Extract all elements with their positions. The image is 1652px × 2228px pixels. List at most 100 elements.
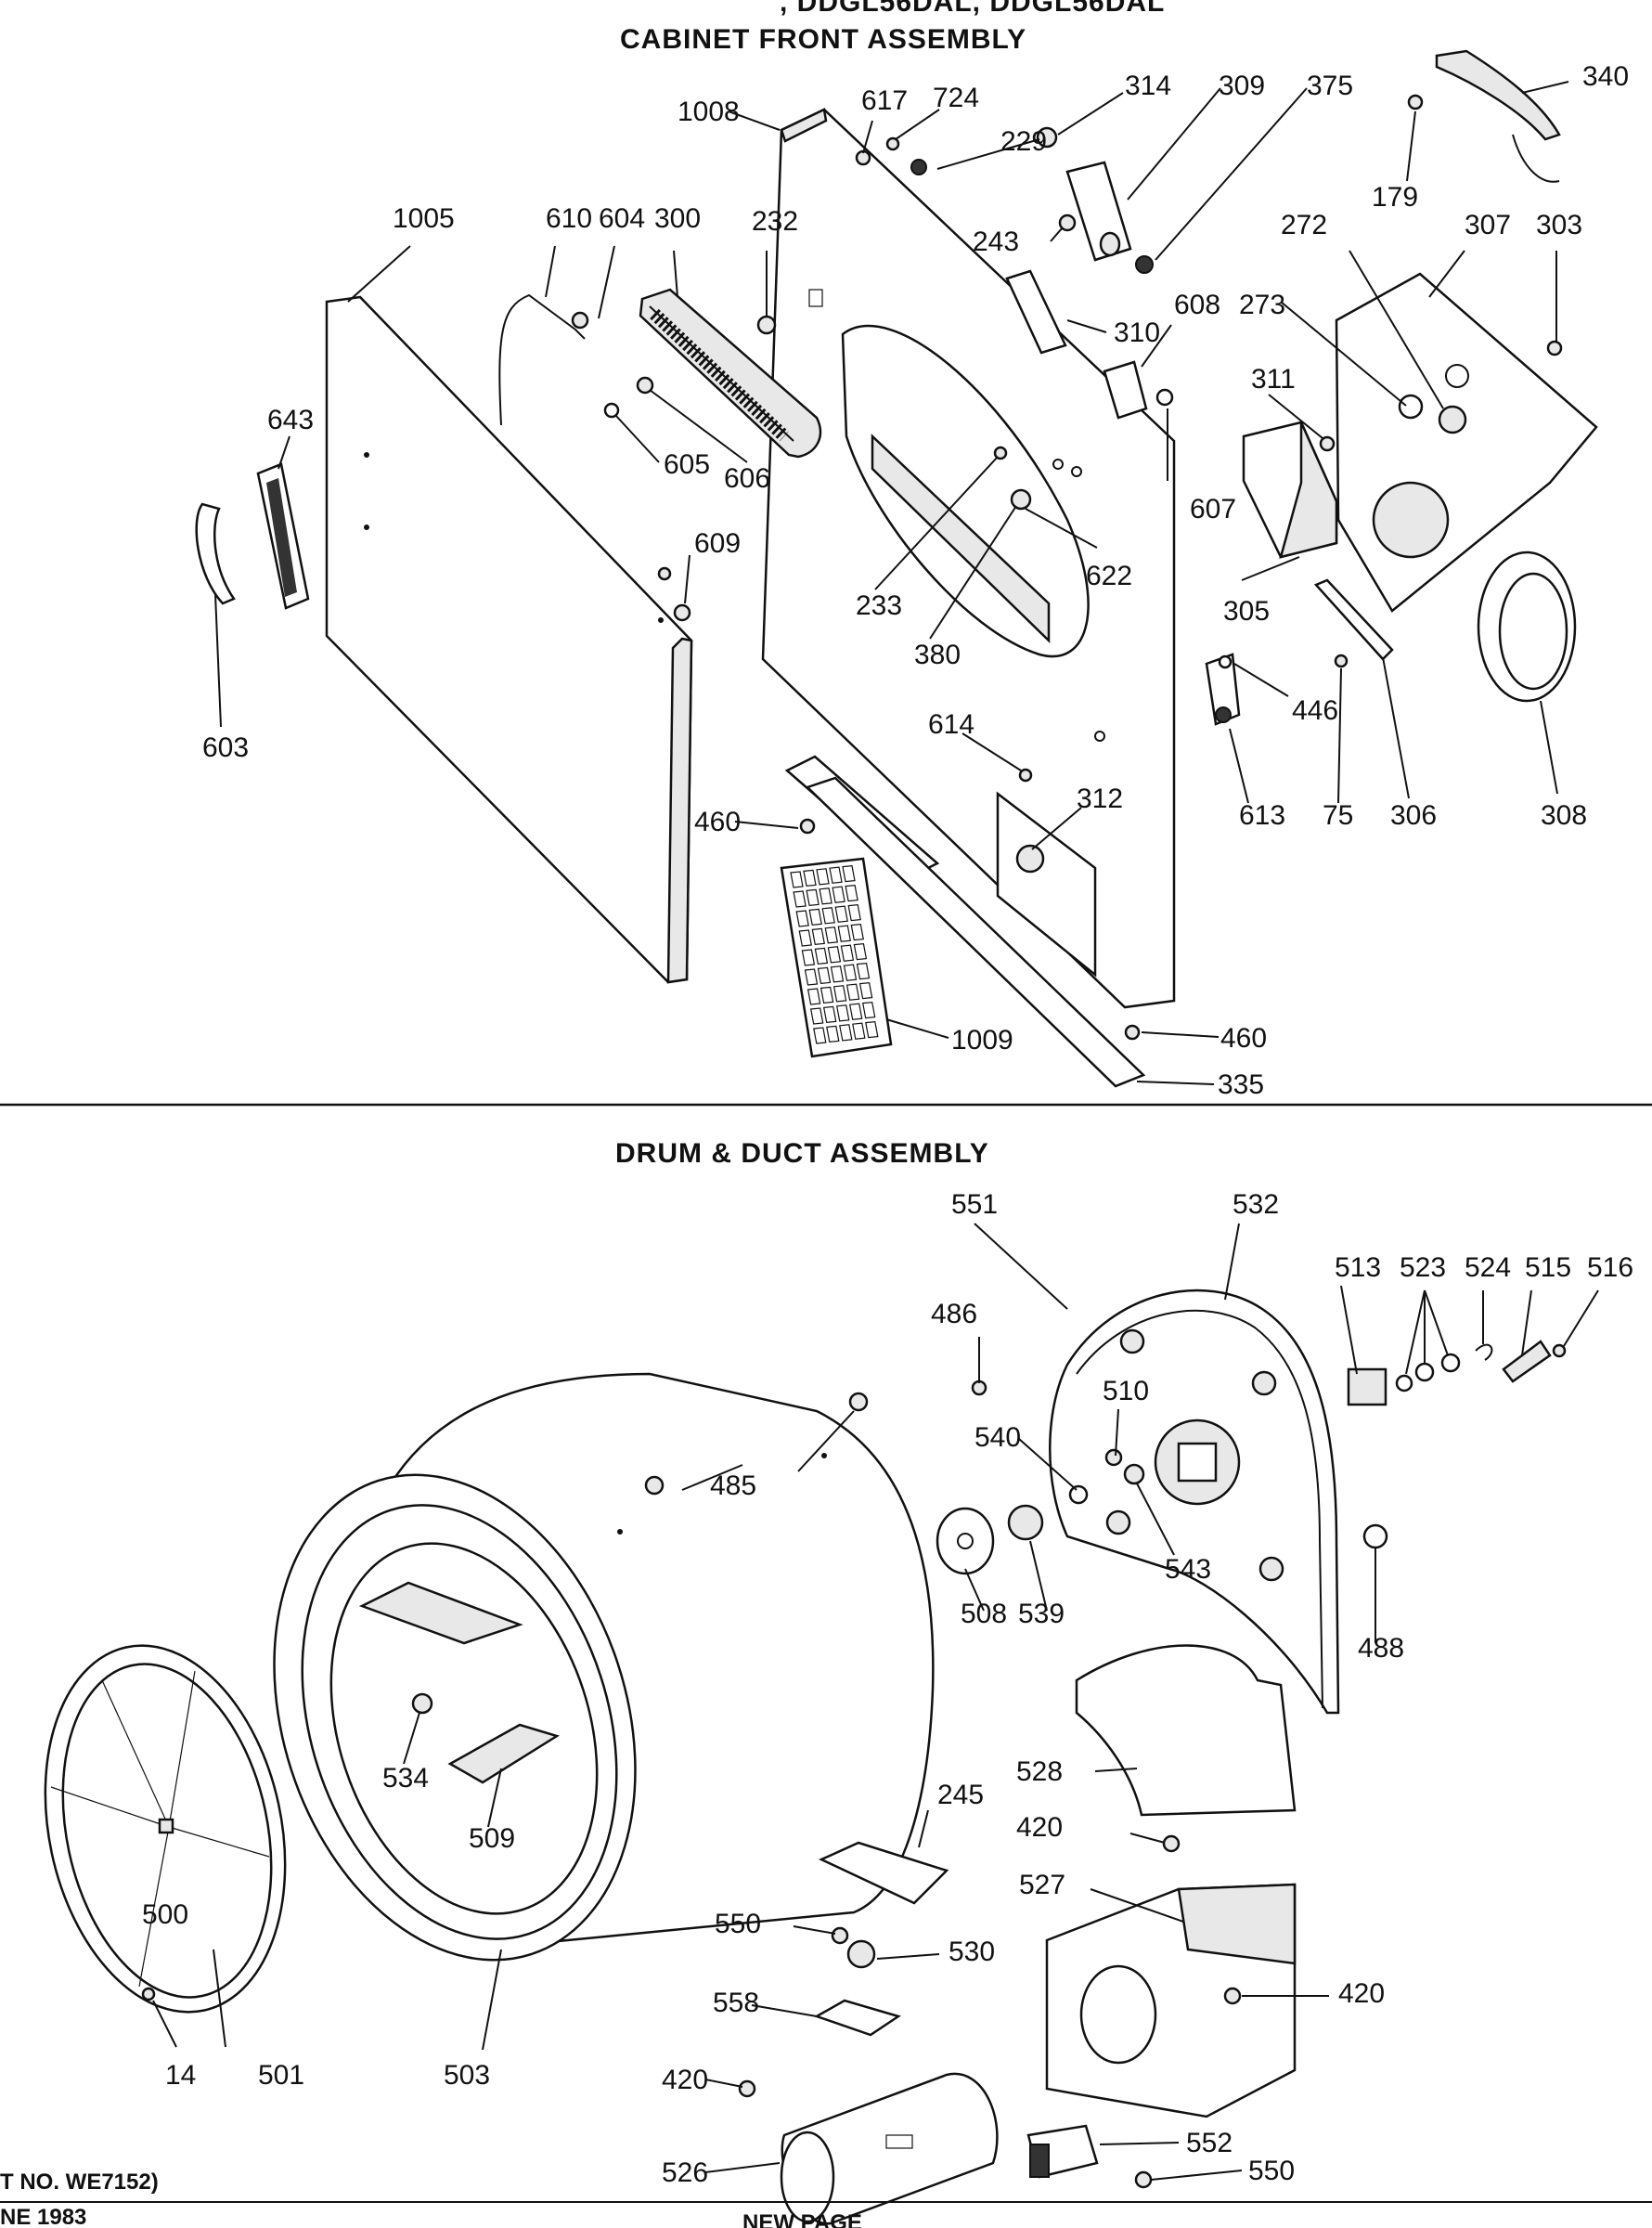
part-610-wire-harness [498, 293, 586, 426]
label-308: 308 [1541, 800, 1587, 831]
footer-new-page: NEW PAGE [742, 2210, 862, 2228]
part-539-pulley [1007, 1504, 1044, 1541]
label-312: 312 [1077, 784, 1123, 814]
label-233: 233 [856, 590, 902, 621]
part-552-switch [1026, 2124, 1099, 2179]
label-530: 530 [949, 1937, 995, 1967]
label-485: 485 [710, 1470, 756, 1501]
label-1008: 1008 [678, 97, 740, 127]
label-532: 532 [1233, 1189, 1279, 1220]
label-617: 617 [861, 85, 908, 116]
label-501: 501 [258, 2060, 304, 2091]
label-311: 311 [1251, 364, 1296, 395]
fastener-screws-drum [141, 1380, 1242, 2189]
label-503: 503 [444, 2060, 490, 2091]
part-488-plug [1362, 1523, 1388, 1549]
part-603-handle [195, 502, 236, 605]
label-243: 243 [973, 227, 1019, 257]
label-724: 724 [933, 83, 979, 113]
label-558: 558 [713, 1988, 759, 2018]
label-508: 508 [961, 1599, 1007, 1629]
part-516-nut [1552, 1343, 1567, 1358]
fastener-screws [571, 94, 1563, 1041]
label-540: 540 [974, 1422, 1021, 1453]
label-420b: 420 [1338, 1978, 1385, 2009]
part-309-control-housing [1065, 161, 1132, 262]
label-603: 603 [202, 732, 249, 763]
label-604: 604 [599, 203, 645, 234]
part-310-plate [1005, 269, 1067, 355]
label-14: 14 [165, 2060, 196, 2091]
part-307-support [1335, 272, 1598, 613]
label-527: 527 [1019, 1870, 1065, 1900]
part-312-switch [1015, 844, 1045, 874]
leader-lines-cabinet [214, 81, 1569, 1085]
header-partial-title: , DDGL56DAL, DDGL56DAL [780, 0, 1165, 18]
label-609: 609 [694, 528, 741, 559]
part-515-bracket [1502, 1340, 1552, 1383]
label-375: 375 [1307, 71, 1353, 101]
part-530-thermostat [846, 1939, 876, 1969]
label-303: 303 [1536, 210, 1582, 240]
section-title-cabinet-front: CABINET FRONT ASSEMBLY [620, 24, 1026, 55]
label-614: 614 [928, 709, 974, 740]
label-460a: 460 [694, 807, 741, 837]
label-534: 534 [382, 1763, 429, 1794]
part-308-seal-ring [1477, 551, 1577, 703]
footer-catalog-number: T NO. WE7152) [0, 2170, 159, 2195]
part-501-bearing-ring [44, 1644, 287, 2014]
label-550a: 550 [715, 1909, 761, 1939]
section-title-drum-duct: DRUM & DUCT ASSEMBLY [615, 1138, 989, 1169]
label-516: 516 [1587, 1252, 1633, 1283]
part-335-toe-kick [805, 776, 1146, 1088]
part-643-vent [256, 462, 310, 610]
label-1009: 1009 [951, 1025, 1013, 1056]
part-245-plate [819, 1841, 949, 1905]
label-305: 305 [1223, 596, 1270, 627]
part-300-lint-filter [639, 288, 822, 459]
label-446: 446 [1292, 695, 1338, 726]
label-523: 523 [1400, 1252, 1446, 1283]
label-380: 380 [914, 640, 961, 670]
part-526-heater [780, 2072, 999, 2225]
part-508-blower-wheel [936, 1507, 995, 1575]
label-605: 605 [664, 449, 710, 480]
cabinet-front-assembly: 1008 617 724 314 309 375 340 179 229 100… [195, 49, 1629, 1100]
part-273-thermostat [1398, 394, 1467, 434]
label-273: 273 [1239, 290, 1285, 320]
label-420a: 420 [1016, 1812, 1063, 1843]
label-245: 245 [937, 1780, 984, 1810]
part-340-cam [1435, 49, 1561, 183]
label-340: 340 [1582, 61, 1629, 92]
label-307: 307 [1465, 210, 1511, 240]
label-335: 335 [1218, 1069, 1264, 1100]
label-229: 229 [1000, 126, 1047, 157]
label-551: 551 [951, 1189, 998, 1220]
label-500: 500 [142, 1899, 188, 1930]
label-460b: 460 [1220, 1023, 1267, 1054]
label-513: 513 [1335, 1252, 1381, 1283]
label-309: 309 [1219, 71, 1265, 101]
drum-duct-assembly: 551 532 513 523 524 515 516 486 510 540 … [44, 1189, 1633, 2225]
label-643: 643 [267, 405, 314, 435]
label-539: 539 [1018, 1599, 1065, 1629]
label-75: 75 [1323, 800, 1353, 831]
label-543: 543 [1165, 1554, 1211, 1585]
label-420c: 420 [662, 2065, 708, 2095]
part-513-bearing [1347, 1367, 1387, 1406]
part-1005-front-panel [325, 295, 693, 984]
label-488: 488 [1358, 1633, 1404, 1664]
label-510: 510 [1103, 1376, 1149, 1406]
part-labels-drum: 551 532 513 523 524 515 516 486 510 540 … [142, 1189, 1633, 2188]
label-613: 613 [1239, 800, 1285, 831]
part-503-drum [273, 1372, 935, 1962]
part-1009-grille [780, 857, 893, 1058]
label-272: 272 [1281, 210, 1327, 240]
part-558-bracket [813, 1999, 901, 2037]
label-300: 300 [654, 203, 701, 234]
label-606: 606 [724, 463, 770, 494]
label-1005: 1005 [393, 203, 455, 234]
label-515: 515 [1525, 1252, 1571, 1283]
label-179: 179 [1372, 182, 1418, 213]
